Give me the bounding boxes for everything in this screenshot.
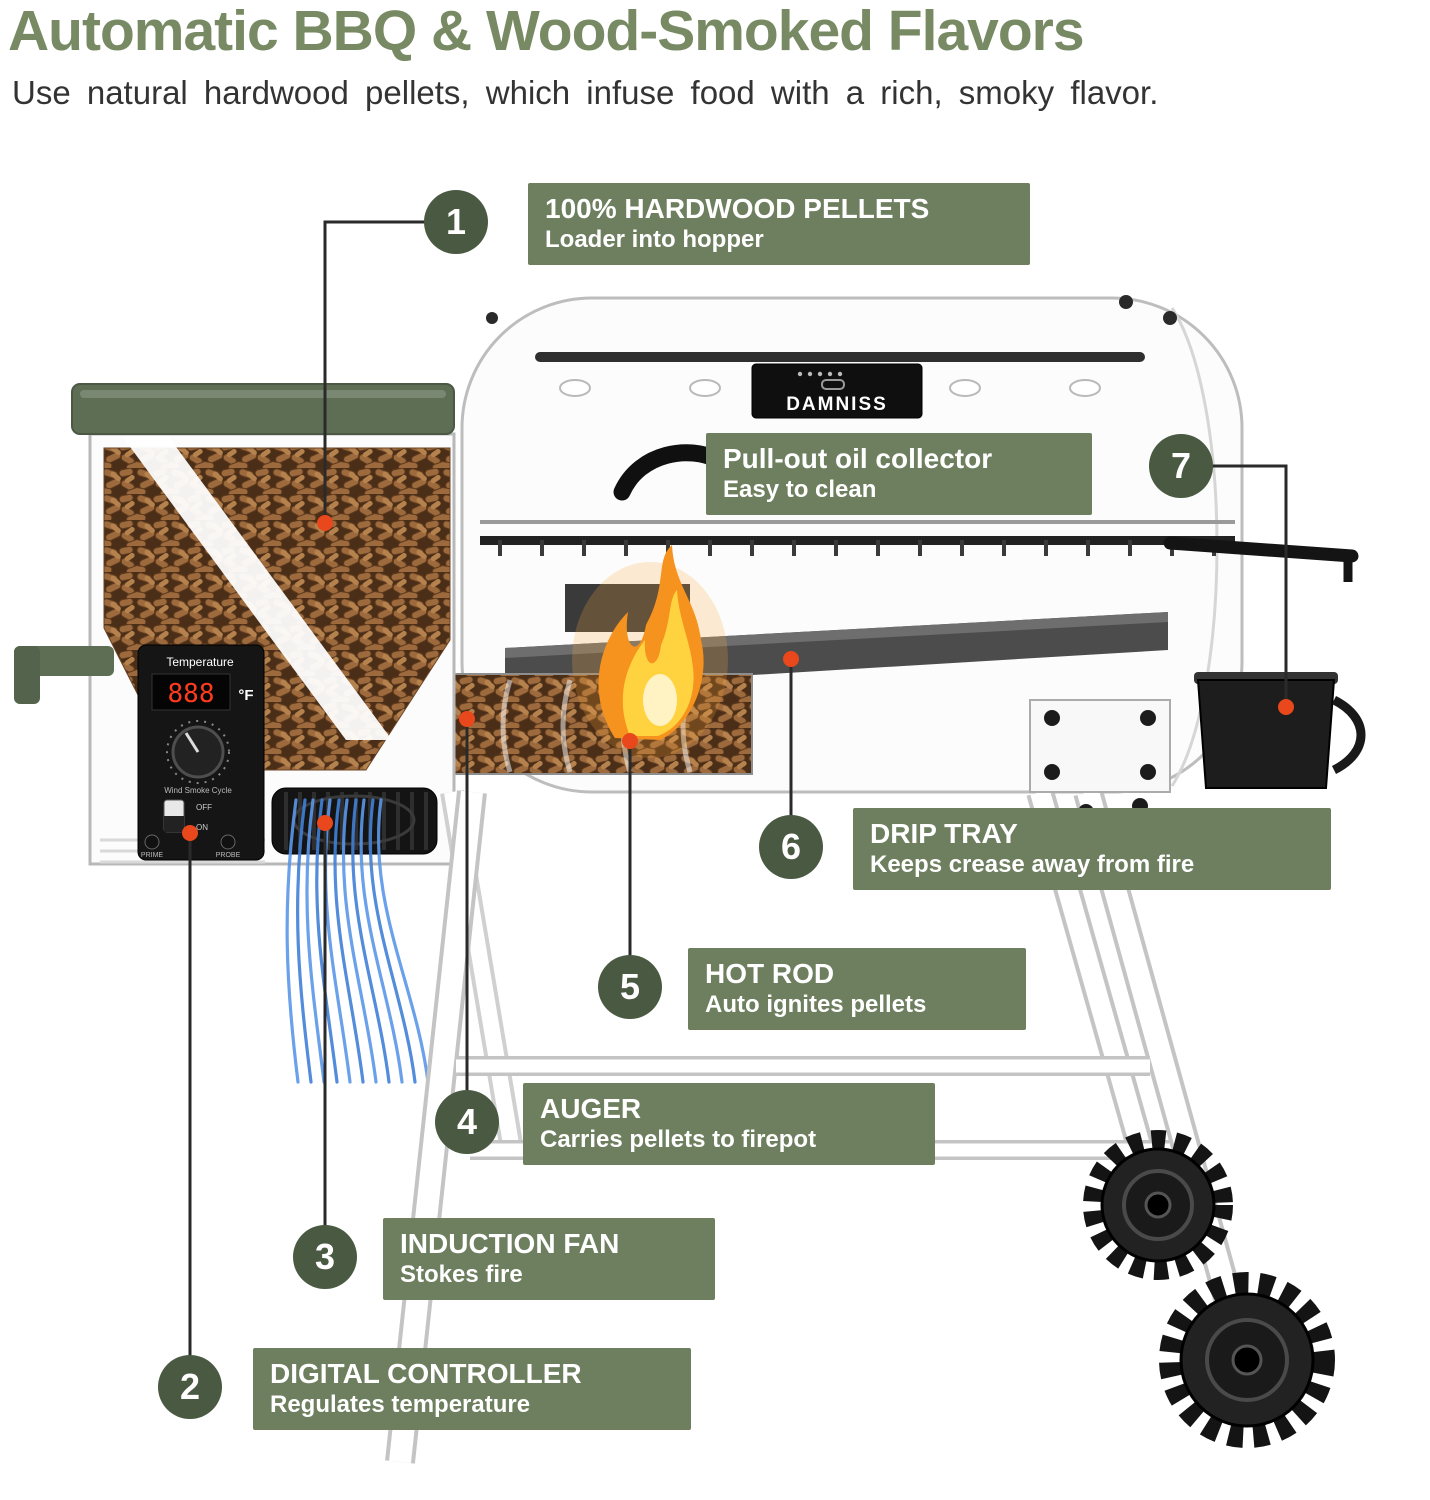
callout-6-label: DRIP TRAY Keeps crease away from fire bbox=[853, 808, 1331, 890]
callout-3-badge: 3 bbox=[293, 1225, 357, 1289]
prime-button bbox=[144, 834, 160, 850]
side-handle bbox=[14, 646, 114, 704]
oil-bucket bbox=[1196, 679, 1336, 789]
controller-label: Temperature bbox=[166, 655, 234, 669]
dot-oilcollector bbox=[1278, 699, 1294, 715]
callout-3-label: INDUCTION FAN Stokes fire bbox=[383, 1218, 715, 1300]
page-subtitle: Use natural hardwood pellets, which infu… bbox=[12, 73, 1159, 111]
vent-holes bbox=[559, 379, 1101, 397]
dot-controller bbox=[182, 825, 198, 841]
vent-slot bbox=[535, 352, 1145, 362]
callout-7-badge: 7 bbox=[1149, 434, 1213, 498]
pullout-rail bbox=[1163, 536, 1359, 563]
unit-label: °F bbox=[238, 687, 253, 704]
dot-hopper bbox=[317, 515, 333, 531]
probe-button bbox=[220, 834, 236, 850]
callout-2-badge: 2 bbox=[158, 1355, 222, 1419]
switch-off-label: OFF bbox=[196, 803, 212, 812]
led-readout: 888 bbox=[168, 679, 215, 709]
callout-5-badge: 5 bbox=[598, 955, 662, 1019]
plate-dots bbox=[797, 371, 843, 377]
dot-auger bbox=[459, 711, 475, 727]
callout-4-title: AUGER bbox=[540, 1093, 642, 1124]
brand-plate: DAMNISS bbox=[751, 363, 923, 419]
wheel-rear bbox=[1083, 1130, 1233, 1280]
callout-2-title: DIGITAL CONTROLLER bbox=[270, 1358, 582, 1389]
page-title: Automatic BBQ & Wood-Smoked Flavors bbox=[8, 0, 1085, 63]
callout-5-label: HOT ROD Auto ignites pellets bbox=[688, 948, 1026, 1030]
header: Automatic BBQ & Wood-Smoked Flavors Use … bbox=[0, 0, 1430, 112]
target-dots bbox=[182, 515, 1294, 841]
callout-1-subtitle: Loader into hopper bbox=[545, 226, 764, 253]
mount-plate bbox=[1029, 699, 1171, 820]
callout-7-title: Pull-out oil collector bbox=[723, 443, 993, 474]
callout-3-subtitle: Stokes fire bbox=[400, 1261, 523, 1288]
switch-on-label: ON bbox=[196, 823, 208, 832]
callout-6-title: DRIP TRAY bbox=[870, 818, 1018, 849]
callout-7-label: Pull-out oil collector Easy to clean bbox=[706, 433, 1092, 515]
callout-7-number: 7 bbox=[1170, 445, 1192, 486]
callout-7-subtitle: Easy to clean bbox=[723, 476, 877, 503]
callout-2-number: 2 bbox=[179, 1366, 201, 1407]
digital-controller: Temperature 888 °F Wind Smoke Cycle OFF … bbox=[137, 644, 265, 861]
callout-6-badge: 6 bbox=[759, 815, 823, 879]
led-display bbox=[151, 673, 231, 711]
wheel-front bbox=[1159, 1272, 1335, 1448]
probe-label: PROBE bbox=[216, 852, 241, 859]
callout-4-badge: 4 bbox=[435, 1090, 499, 1154]
callout-4-subtitle: Carries pellets to firepot bbox=[540, 1126, 817, 1153]
callout-2-label: DIGITAL CONTROLLER Regulates temperature bbox=[253, 1348, 691, 1430]
leader-lines bbox=[188, 220, 1288, 1387]
callout-5-number: 5 bbox=[619, 966, 641, 1007]
callout-3-number: 3 bbox=[314, 1236, 336, 1277]
airflow-lines bbox=[285, 798, 430, 1084]
hopper-lid bbox=[71, 383, 455, 435]
callout-2-subtitle: Regulates temperature bbox=[270, 1391, 531, 1418]
oil-collector bbox=[1163, 536, 1366, 789]
callout-4-number: 4 bbox=[456, 1101, 478, 1142]
dot-fan bbox=[317, 815, 333, 831]
knob-label: Wind Smoke Cycle bbox=[164, 786, 232, 795]
dot-hotrod bbox=[622, 733, 638, 749]
bucket-handle bbox=[1331, 695, 1366, 775]
prime-label: PRIME bbox=[141, 852, 164, 859]
callout-4-label: AUGER Carries pellets to firepot bbox=[523, 1083, 935, 1165]
callout-1-badge: 1 bbox=[424, 190, 488, 254]
callout-5-title: HOT ROD bbox=[705, 958, 835, 989]
callout-6-number: 6 bbox=[780, 826, 802, 867]
grill-glyph-icon bbox=[821, 379, 845, 390]
callout-1-label: 100% HARDWOOD PELLETS Loader into hopper bbox=[528, 183, 1030, 265]
callout-5-subtitle: Auto ignites pellets bbox=[705, 991, 927, 1018]
callout-1-number: 1 bbox=[445, 201, 467, 242]
dot-driptray bbox=[783, 651, 799, 667]
callout-3-title: INDUCTION FAN bbox=[400, 1228, 620, 1259]
brand-text: DAMNISS bbox=[786, 394, 888, 415]
flame bbox=[572, 545, 728, 758]
callout-1-title: 100% HARDWOOD PELLETS bbox=[545, 193, 930, 224]
callout-6-subtitle: Keeps crease away from fire bbox=[870, 851, 1195, 878]
